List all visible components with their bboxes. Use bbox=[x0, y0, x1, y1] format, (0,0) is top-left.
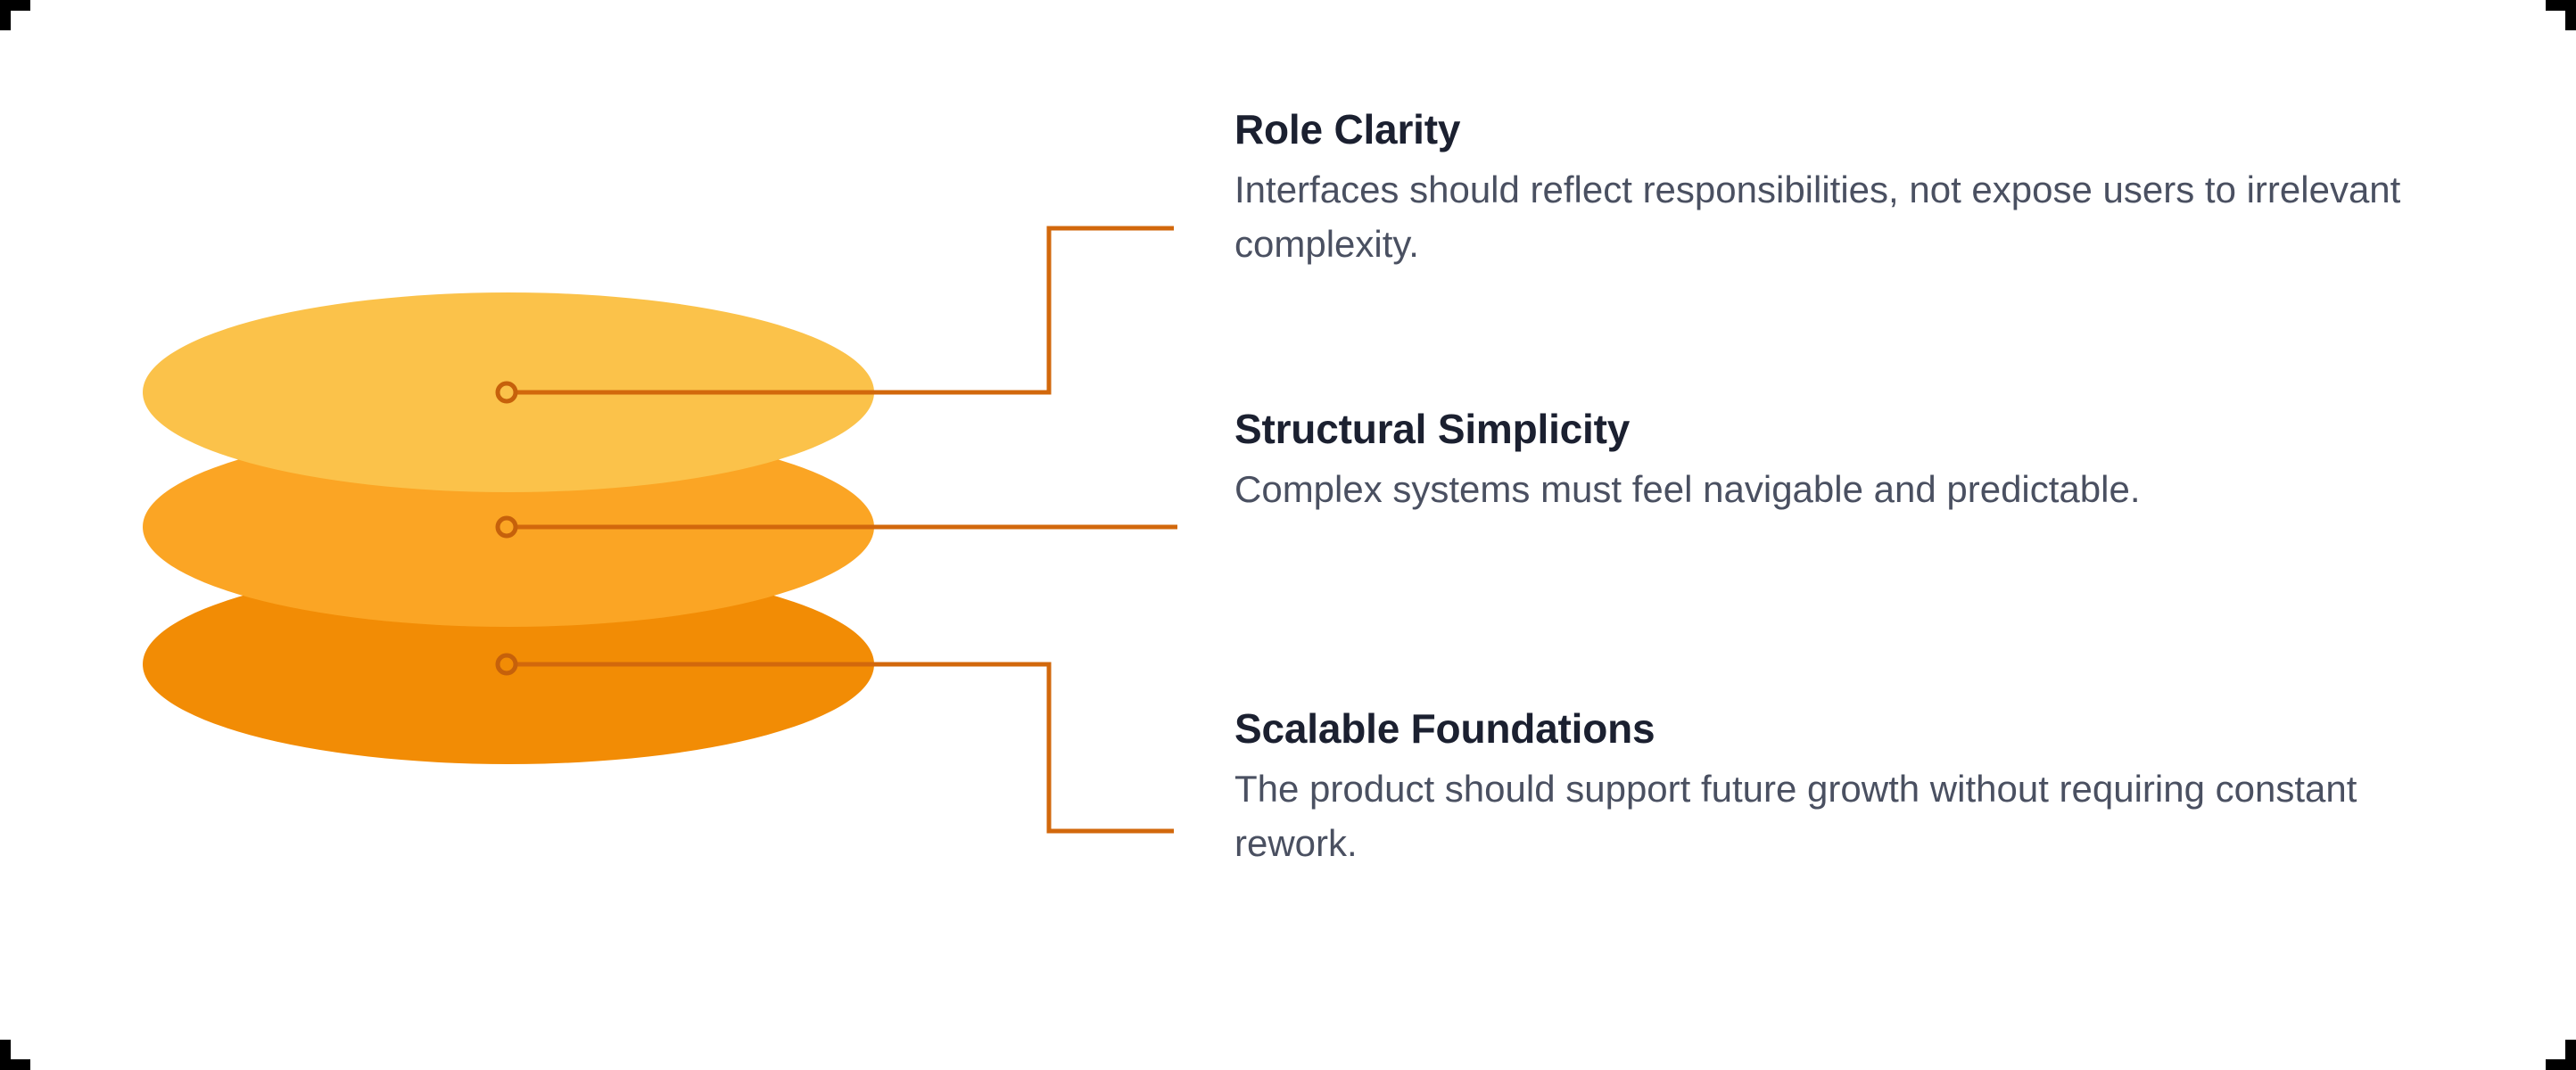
annotation-title: Structural Simplicity bbox=[1234, 406, 1631, 452]
leader-line-3 bbox=[517, 662, 1174, 834]
layer-ellipse-top[interactable] bbox=[143, 292, 874, 492]
annotation-item-scalable-foundations: Scalable Foundations The product should … bbox=[1234, 705, 2448, 870]
leader-line-1 bbox=[517, 226, 1174, 395]
annotation-item-structural-simplicity: Structural Simplicity Complex systems mu… bbox=[1234, 406, 2448, 516]
annotation-column: Role Clarity Interfaces should reflect r… bbox=[1234, 0, 2465, 1070]
annotation-description: Interfaces should reflect responsibiliti… bbox=[1234, 168, 2401, 265]
annotation-title: Scalable Foundations bbox=[1234, 705, 1655, 752]
layer-marker-1-icon[interactable] bbox=[495, 381, 518, 404]
layer-marker-3-icon[interactable] bbox=[495, 653, 518, 676]
layer-ellipse-bottom[interactable] bbox=[143, 564, 874, 764]
annotation-title: Role Clarity bbox=[1234, 106, 1461, 152]
layer-marker-2-icon[interactable] bbox=[495, 515, 518, 539]
annotation-description: Complex systems must feel navigable and … bbox=[1234, 467, 2141, 510]
annotation-item-role-clarity: Role Clarity Interfaces should reflect r… bbox=[1234, 106, 2448, 271]
annotation-description: The product should support future growth… bbox=[1234, 767, 2357, 864]
